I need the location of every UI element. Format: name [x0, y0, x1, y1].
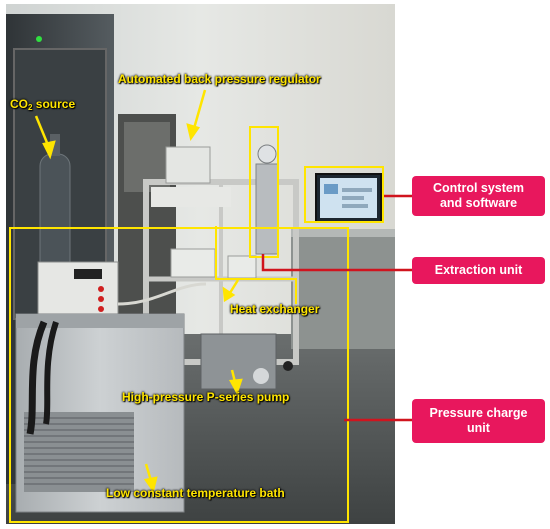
equipment-photo: CO2 source Automated back pressure regul… — [6, 4, 395, 524]
pressure-charge-frame — [9, 227, 349, 523]
back-pressure-regulator-label: Automated back pressure regulator — [118, 72, 321, 86]
label-arrows — [34, 89, 243, 493]
back-pressure-regulator-unit — [165, 146, 211, 184]
extraction-unit-callout: Extraction unit — [412, 257, 545, 284]
pump-label: High-pressure P-series pump — [122, 390, 290, 404]
photo-illustration — [6, 4, 395, 524]
co2-source-label: CO2 source — [10, 97, 76, 112]
pressure-charge-callout: Pressure charge unit — [412, 399, 545, 443]
heat-exchanger-label: Heat exchanger — [230, 302, 320, 316]
bath-label: Low constant temperature bath — [106, 486, 285, 500]
control-system-callout: Control system and software — [412, 176, 545, 216]
extraction-vessel — [255, 163, 279, 255]
bench — [291, 229, 395, 349]
